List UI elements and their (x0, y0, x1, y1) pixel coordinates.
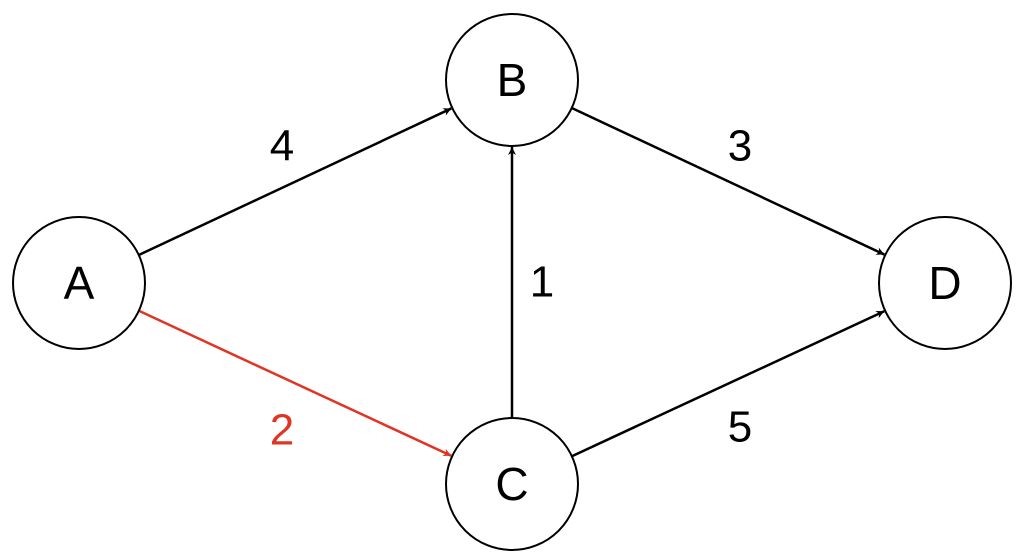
edge-c-d-line (571, 310, 885, 458)
edge-a-c-weight: 2 (270, 406, 294, 455)
node-d-circle (878, 216, 1012, 350)
node-a-label: A (64, 257, 95, 309)
node-b-label: B (497, 54, 528, 106)
edge-b-d-line (571, 106, 885, 256)
edge-a-b: 4 (138, 107, 452, 257)
node-d-label: D (928, 257, 961, 309)
node-c-circle (445, 417, 579, 551)
edge-a-b-weight: 4 (270, 122, 294, 171)
edge-a-c: 2 (138, 309, 452, 457)
edge-c-d-weight: 5 (728, 403, 752, 452)
edge-a-b-line (138, 107, 452, 257)
node-d: D (878, 216, 1012, 350)
node-c-label: C (495, 458, 528, 510)
node-c: C (445, 417, 579, 551)
edges: 4 2 1 3 5 (138, 106, 885, 458)
edge-b-d: 3 (571, 106, 885, 256)
edge-a-c-line (138, 309, 452, 457)
node-b: B (445, 13, 579, 147)
node-a: A (12, 216, 146, 350)
nodes: A B C D (12, 13, 1012, 551)
edge-c-b: 1 (508, 147, 554, 418)
node-a-circle (12, 216, 146, 350)
node-b-circle (445, 13, 579, 147)
edge-c-d: 5 (571, 310, 885, 458)
edge-c-b-weight: 1 (530, 258, 554, 307)
edge-b-d-weight: 3 (728, 122, 752, 171)
